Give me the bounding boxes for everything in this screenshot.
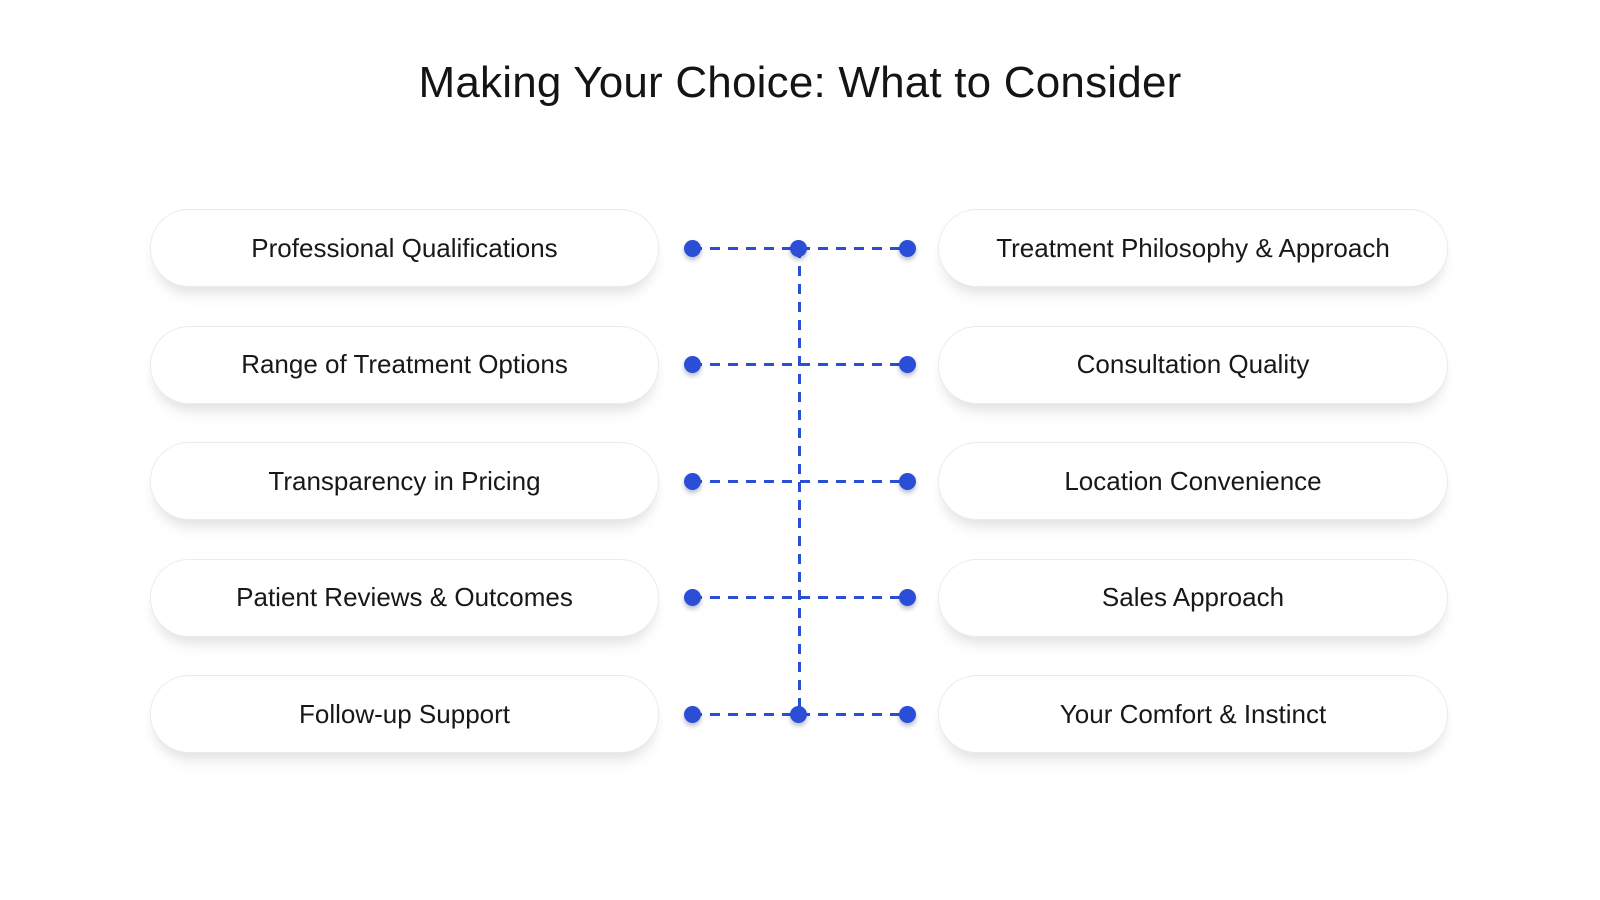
left-card: Transparency in Pricing: [150, 442, 659, 520]
right-card-label: Treatment Philosophy & Approach: [996, 232, 1390, 263]
right-card-label: Location Convenience: [1064, 465, 1322, 496]
connector-dot-right: [898, 589, 916, 606]
connector-dot-right: [898, 239, 916, 257]
consideration-row: Patient Reviews & Outcomes Sales Approac…: [150, 558, 1448, 637]
right-card-label: Consultation Quality: [1076, 349, 1310, 379]
left-card-label: Transparency in Pricing: [268, 465, 541, 496]
connector-dot-center: [790, 239, 807, 257]
right-card: Sales Approach: [938, 558, 1448, 637]
connector-dot-right: [898, 472, 916, 490]
connector-dot-right: [898, 356, 916, 373]
left-card: Professional Qualifications: [150, 209, 659, 287]
connector: [659, 209, 938, 287]
right-card-label: Sales Approach: [1101, 582, 1285, 612]
connector: [659, 559, 938, 637]
connector-dot-left: [683, 239, 701, 257]
right-card-label: Your Comfort & Instinct: [1059, 698, 1327, 729]
left-card: Patient Reviews & Outcomes: [150, 558, 659, 637]
left-card-label: Follow-up Support: [299, 698, 510, 729]
left-card-label: Range of Treatment Options: [241, 349, 568, 379]
connector-dot-center: [790, 705, 807, 723]
connector: [659, 442, 938, 520]
horizontal-dashed-line: [692, 479, 907, 483]
horizontal-dashed-line: [692, 596, 907, 599]
page-title: Making Your Choice: What to Consider: [418, 58, 1182, 107]
consideration-row: Transparency in Pricing Location Conveni…: [150, 442, 1448, 520]
right-card: Treatment Philosophy & Approach: [938, 209, 1448, 287]
connector-dot-left: [683, 356, 701, 373]
comparison-diagram: Professional Qualifications Treatment Ph…: [150, 209, 1448, 753]
consideration-row: Range of Treatment Options Consultation …: [150, 325, 1448, 404]
connector: [659, 675, 938, 753]
connector: [659, 326, 938, 404]
connector-dot-left: [683, 705, 701, 723]
right-card: Consultation Quality: [938, 325, 1448, 404]
consideration-row: Follow-up Support Your Comfort & Instinc…: [150, 675, 1448, 753]
left-card-label: Patient Reviews & Outcomes: [236, 582, 573, 612]
left-card: Range of Treatment Options: [150, 325, 659, 404]
left-card-label: Professional Qualifications: [251, 232, 558, 263]
connector-dot-right: [898, 705, 916, 723]
connector-dot-left: [683, 589, 701, 606]
left-card: Follow-up Support: [150, 675, 659, 753]
right-card: Location Convenience: [938, 442, 1448, 520]
consideration-row: Professional Qualifications Treatment Ph…: [150, 209, 1448, 287]
horizontal-dashed-line: [692, 363, 907, 366]
right-card: Your Comfort & Instinct: [938, 675, 1448, 753]
connector-dot-left: [683, 472, 701, 490]
